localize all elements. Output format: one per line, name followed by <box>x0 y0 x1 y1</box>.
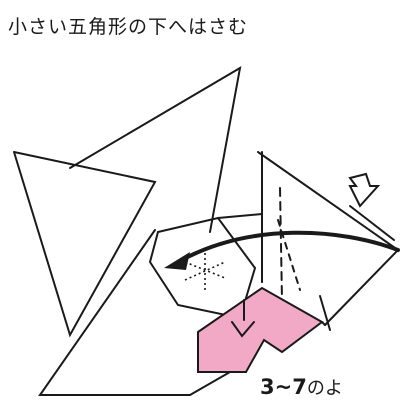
step-numbers: 3~7 <box>260 375 307 399</box>
step-suffix: のよ <box>306 378 343 399</box>
lower-left-flap-edge <box>38 229 191 396</box>
push-arrow-icon <box>348 172 381 208</box>
dotted-star-marker <box>184 248 226 292</box>
insert-arrow <box>176 230 400 264</box>
lower-right-edge <box>321 321 326 326</box>
arrow-head <box>164 252 190 270</box>
pink-flap <box>197 286 324 373</box>
left-flap-edge <box>13 151 157 338</box>
instruction-caption: 小さい五角形の下へはさむ <box>8 16 249 38</box>
right-lower-flap-edge <box>319 295 331 331</box>
pink-flap-inner-fold <box>231 321 255 338</box>
right-flap-crease <box>349 205 395 241</box>
dashed-fold-line-1 <box>279 187 283 301</box>
top-flap-edge <box>69 66 242 233</box>
base-edge <box>189 371 247 396</box>
step-reference: 3~7のよ <box>260 374 343 400</box>
